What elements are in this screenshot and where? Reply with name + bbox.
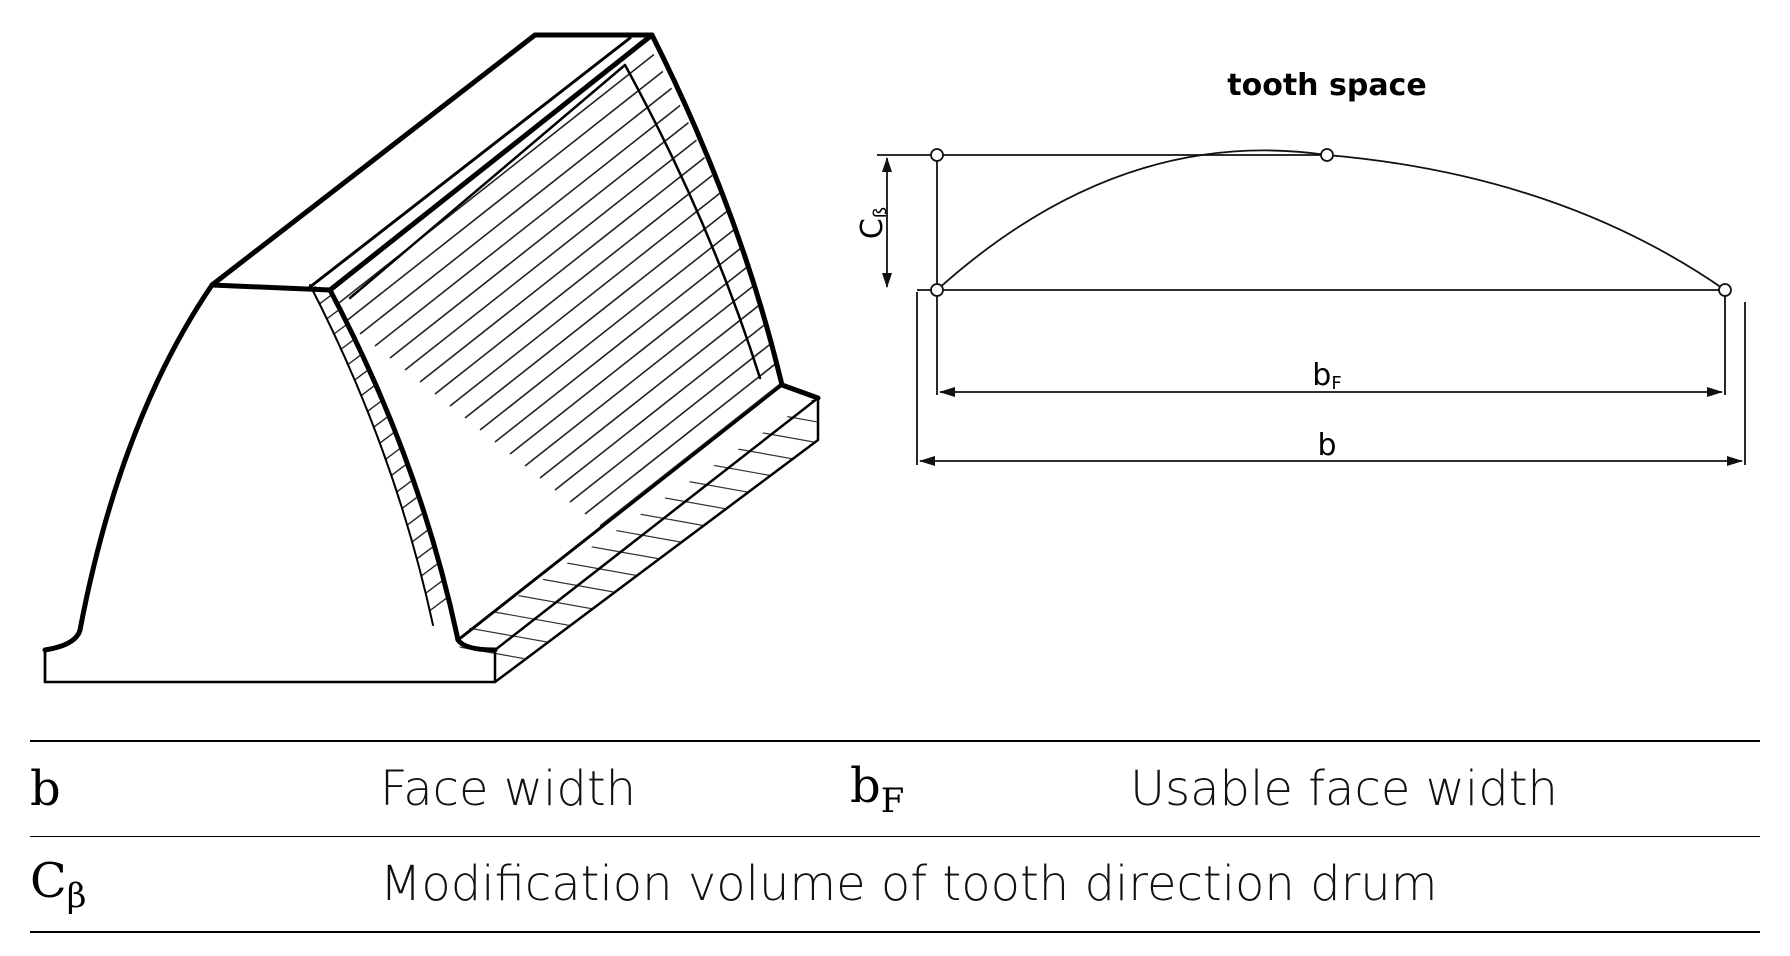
bf-arrow-right [1707, 387, 1723, 397]
tooth-face-inner [348, 63, 762, 380]
tooth-top-edge [308, 36, 632, 289]
node-top-apex [1320, 148, 1334, 162]
legend-row: Cβ Modification volume of tooth directio… [30, 836, 1760, 933]
hatch-line [337, 367, 399, 414]
c-beta-arrow-bottom [882, 273, 892, 288]
legend-row: b Face width bF Usable face width [30, 740, 1760, 837]
tooth-base-hatching [452, 399, 818, 666]
legend-symbol: b [30, 740, 380, 837]
bf-label: bF [1312, 358, 1341, 394]
symbol-legend-table: b Face width bF Usable face width Cβ Mod… [30, 740, 1760, 933]
node-top-left [930, 148, 944, 162]
node-base-left [930, 283, 944, 297]
hatch-line [361, 431, 423, 478]
hatch-line [419, 38, 782, 383]
hatch-line [575, 543, 717, 570]
b-arrow-left [919, 456, 935, 466]
hatch-line [627, 511, 769, 538]
tooth-base-edges [493, 396, 820, 684]
tooth-left-profile [42, 282, 215, 653]
tooth-flank-hatching [330, 38, 782, 640]
hatch-line [757, 431, 818, 458]
legend-symbol: Cβ [30, 836, 380, 933]
tooth-space-title: tooth space [1227, 68, 1426, 103]
legend-description: Modification volume of tooth direction d… [380, 836, 1760, 933]
tooth-far-flank [649, 32, 821, 401]
b-arrow-right [1727, 456, 1743, 466]
hatch-line [764, 247, 782, 640]
gear-tooth-figure: tooth space Cß bF b [42, 32, 1746, 684]
hatch-line [389, 38, 782, 359]
hatch-line [554, 79, 782, 491]
tooth-left-foot [43, 648, 497, 684]
hatch-line [349, 399, 411, 446]
hatch-line [452, 639, 561, 666]
gear-tooth-drawing [42, 32, 821, 684]
hatch-line [704, 199, 782, 611]
tooth-thin-flank [309, 284, 434, 626]
hatch-line [719, 211, 782, 623]
hatch-line [379, 479, 441, 526]
hatch-line [783, 415, 818, 442]
c-beta-label: Cß [855, 207, 891, 239]
tooth-space-diagram: tooth space Cß bF b [855, 68, 1746, 466]
b-label: b [1317, 428, 1336, 463]
hatch-line [434, 38, 782, 395]
hatch-line [404, 38, 782, 371]
hatch-line [524, 55, 782, 467]
hatch-line [809, 399, 818, 426]
hatch-line [449, 38, 782, 407]
hatch-line [344, 38, 782, 323]
hatch-line [367, 447, 429, 494]
hatch-line [539, 67, 782, 479]
crowning-arc [936, 149, 1726, 291]
hatch-line [355, 415, 417, 462]
hatch-line [749, 235, 782, 640]
c-beta-arrow-top [882, 157, 892, 172]
hatch-line [497, 591, 639, 618]
hatch-line [734, 223, 782, 635]
tooth-bottom-diagonal [456, 383, 784, 642]
hatch-line [549, 559, 691, 586]
tooth-strip-hatching [310, 285, 458, 622]
bf-arrow-left [939, 387, 955, 397]
hatch-line [569, 91, 782, 503]
hatch-line [397, 527, 458, 574]
hatch-line [523, 575, 665, 602]
hatch-line [464, 38, 782, 419]
hatch-line [385, 495, 447, 542]
legend-description-2: Usable face width [1130, 740, 1760, 837]
legend-description: Face width [380, 740, 850, 837]
tooth-near-flank [327, 287, 498, 653]
node-base-right [1718, 283, 1732, 297]
hatch-line [343, 383, 405, 430]
hatch-line [599, 115, 782, 527]
hatch-line [373, 463, 435, 510]
hatch-line [330, 38, 782, 311]
hatch-line [359, 38, 782, 335]
hatch-line [391, 511, 453, 558]
legend-symbol-2: bF [850, 740, 1130, 837]
hatch-line [374, 38, 782, 347]
hatch-line [584, 103, 782, 515]
